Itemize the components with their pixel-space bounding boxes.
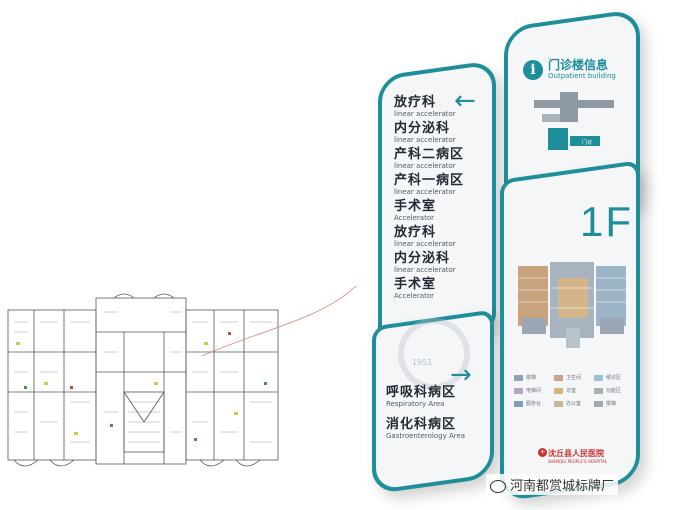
legend-swatch <box>554 387 563 394</box>
floor-map <box>518 262 626 348</box>
legend-item: 候诊区 <box>594 372 634 383</box>
legend-item: 楼梯 <box>514 372 554 383</box>
hospital-cross-icon: + <box>538 448 547 457</box>
legend-swatch <box>594 400 603 407</box>
watermark-text: 河南都赏城标牌厂 <box>510 479 615 494</box>
logo-year: 1951 <box>412 358 433 367</box>
legend-item: 楼梯 <box>594 398 634 409</box>
hospital-name: 沈丘县人民医院 <box>548 449 604 458</box>
floor-plan-drawing <box>7 293 279 467</box>
legend-item: 电梯间 <box>514 385 554 396</box>
watermark: 河南都赏城标牌厂 <box>486 474 619 495</box>
legend-swatch <box>514 387 523 394</box>
legend-row: 服务台 办公室 楼梯 <box>514 398 634 409</box>
floor-label: 1F <box>580 198 634 245</box>
map-label: 门诊 <box>582 139 592 146</box>
hospital-logo-watermark <box>398 318 470 390</box>
info-subtitle: Outpatient building <box>548 72 616 80</box>
building-map: 门诊 <box>534 92 614 150</box>
legend-swatch <box>514 400 523 407</box>
info-title: 门诊楼信息 <box>548 58 609 72</box>
legend-item: 办公室 <box>554 398 594 409</box>
legend-swatch <box>594 374 603 381</box>
arrow-right-icon: → <box>450 360 472 390</box>
arrow-left-icon: ← <box>454 86 476 116</box>
legend-row: 楼梯 卫生间 候诊区 <box>514 372 634 383</box>
legend-item: 功能区 <box>594 385 634 396</box>
hospital-name-en: SHENQIU PEOPLE'S HOSPITAL <box>548 459 608 464</box>
connector-line <box>201 285 357 357</box>
info-icon: i <box>523 60 543 80</box>
legend-swatch <box>554 400 563 407</box>
wechat-icon <box>490 480 506 493</box>
legend-item: 服务台 <box>514 398 554 409</box>
legend-swatch <box>554 374 563 381</box>
legend-item: 诊室 <box>554 385 594 396</box>
legend: 楼梯 卫生间 候诊区 电梯间 诊室 功能区 服务台 办公室 楼梯 <box>514 372 634 411</box>
legend-item: 卫生间 <box>554 372 594 383</box>
legend-swatch <box>514 374 523 381</box>
legend-row: 电梯间 诊室 功能区 <box>514 385 634 396</box>
legend-swatch <box>594 387 603 394</box>
